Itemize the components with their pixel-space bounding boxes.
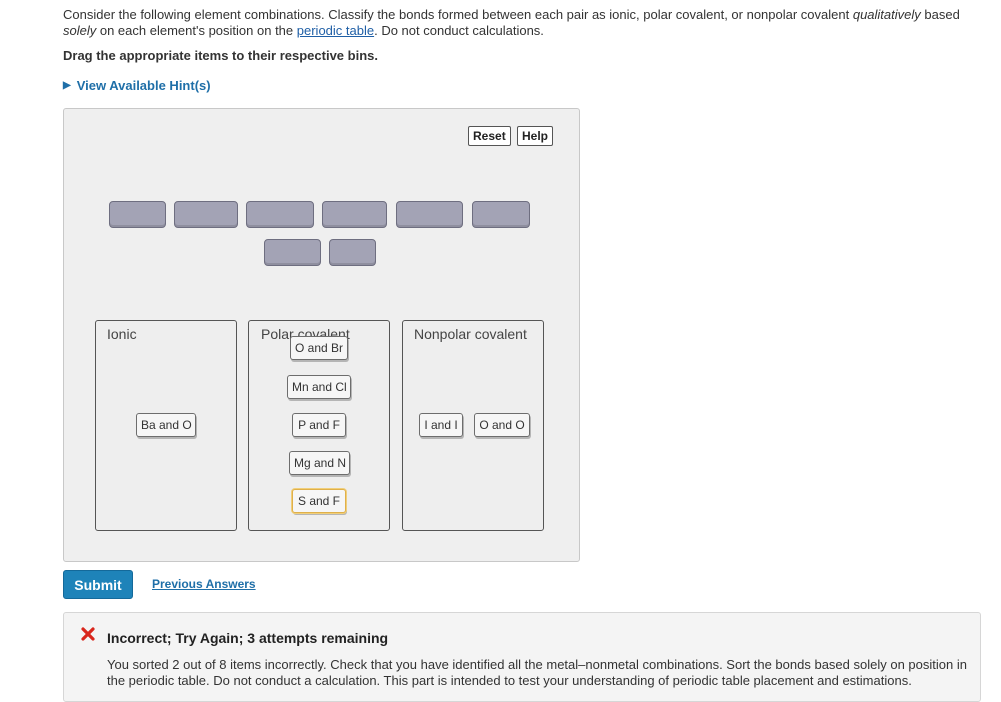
prompt-text: on each element's position on the [96, 23, 297, 38]
item-s-and-f[interactable]: S and F [292, 489, 346, 513]
bin-title-ionic: Ionic [107, 326, 137, 342]
item-p-and-f[interactable]: P and F [292, 413, 346, 437]
feedback-title: Incorrect; Try Again; 3 attempts remaini… [107, 630, 389, 646]
empty-slot[interactable] [264, 239, 321, 266]
triangle-right-icon: ▶ [63, 80, 71, 91]
empty-slot[interactable] [472, 201, 530, 228]
prompt-emphasis: solely [63, 23, 97, 38]
item-i-and-i[interactable]: I and I [419, 413, 463, 437]
item-o-and-o[interactable]: O and O [474, 413, 530, 437]
prompt-emphasis: qualitatively [852, 7, 921, 22]
empty-slot[interactable] [246, 201, 314, 228]
prompt-text: Consider the following element combinati… [63, 7, 853, 22]
periodic-table-link[interactable]: periodic table [296, 23, 375, 38]
x-icon [80, 626, 96, 647]
empty-slot[interactable] [174, 201, 238, 228]
item-o-and-br[interactable]: O and Br [290, 336, 348, 360]
empty-slot[interactable] [396, 201, 463, 228]
hint-label: View Available Hint(s) [76, 78, 211, 93]
previous-answers-link[interactable]: Previous Answers [152, 577, 256, 591]
item-mg-and-n[interactable]: Mg and N [289, 451, 350, 475]
feedback-message: You sorted 2 out of 8 items incorrectly.… [107, 657, 967, 688]
view-hints-toggle[interactable]: ▶ View Available Hint(s) [63, 78, 211, 93]
reset-button[interactable]: Reset [468, 126, 511, 146]
drag-instruction: Drag the appropriate items to their resp… [63, 48, 378, 63]
submit-button[interactable]: Submit [63, 570, 133, 599]
item-ba-and-o[interactable]: Ba and O [136, 413, 196, 437]
bin-title-nonpolar-covalent: Nonpolar covalent [414, 326, 527, 342]
item-mn-and-cl[interactable]: Mn and Cl [287, 375, 351, 399]
empty-slot[interactable] [322, 201, 387, 228]
question-prompt: Consider the following element combinati… [63, 7, 968, 39]
help-button[interactable]: Help [517, 126, 554, 146]
empty-slot[interactable] [109, 201, 166, 228]
prompt-text: based [920, 7, 960, 22]
empty-slot[interactable] [329, 239, 376, 266]
prompt-text: . Do not conduct calculations. [374, 23, 544, 38]
feedback-panel: Incorrect; Try Again; 3 attempts remaini… [63, 612, 981, 702]
